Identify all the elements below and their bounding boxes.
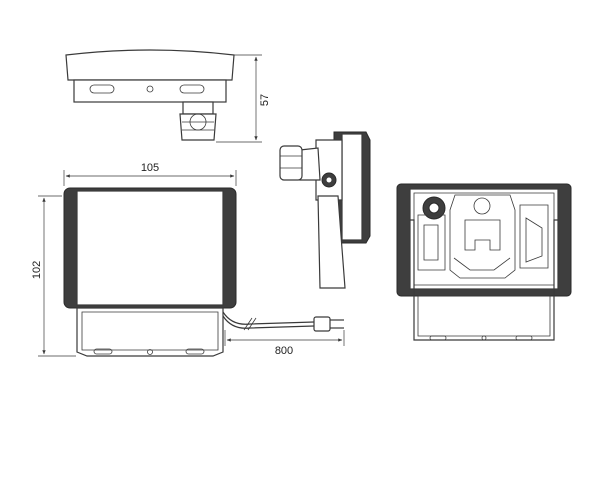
width-dimension: 105 [63,162,237,186]
front-view [63,187,344,357]
cable-length-label: 800 [275,345,293,357]
side-view [279,131,371,289]
cable-length-dimension: 800 [224,330,345,357]
top-view [65,49,235,141]
height-dimension: 102 [31,195,76,357]
height-label: 102 [31,261,43,279]
depth-label: 57 [259,94,271,106]
width-label: 105 [141,162,159,174]
depth-dimension: 57 [216,54,271,143]
rear-view [396,183,572,341]
